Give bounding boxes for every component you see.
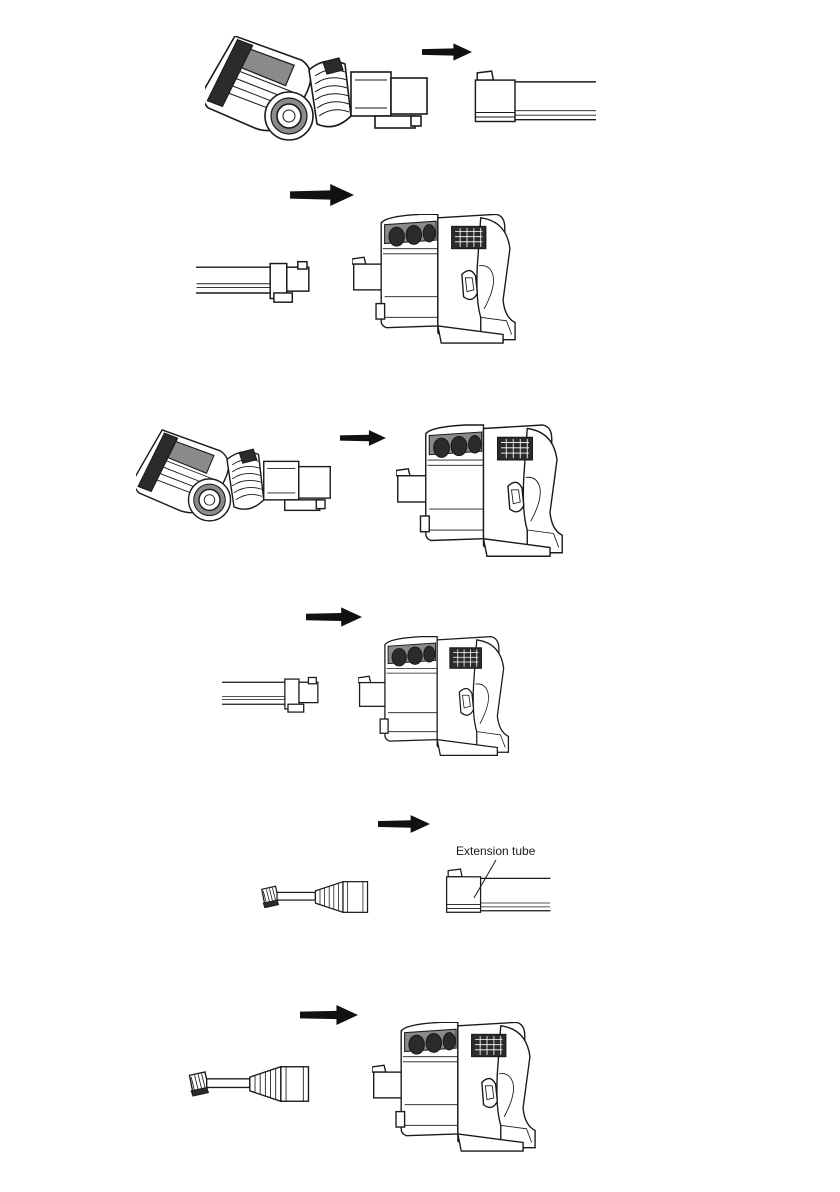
right-arrow-icon — [290, 184, 354, 206]
right-arrow-icon — [300, 1005, 358, 1025]
step-4 — [0, 600, 840, 770]
extension-tube-icon — [222, 678, 318, 713]
extension-tube-icon — [475, 71, 596, 121]
floor-brush-icon — [197, 30, 427, 145]
extension-tube-label: Extension tube — [456, 844, 535, 858]
step-2-diagram — [0, 180, 840, 360]
handheld-vacuum-icon — [358, 637, 508, 756]
step-3-diagram — [0, 418, 840, 568]
step-6-diagram — [0, 1000, 840, 1165]
step-5: Extension tube — [0, 810, 840, 920]
step-5-diagram — [0, 810, 840, 920]
right-arrow-icon — [340, 430, 386, 446]
right-arrow-icon — [306, 607, 362, 626]
right-arrow-icon — [422, 43, 472, 60]
step-1-diagram — [0, 30, 840, 160]
step-6 — [0, 1000, 840, 1165]
step-4-diagram — [0, 600, 840, 770]
right-arrow-icon — [378, 815, 430, 833]
handheld-vacuum-icon — [396, 425, 562, 556]
crevice-tool-icon — [262, 882, 368, 913]
extension-tube-icon — [197, 262, 309, 302]
extension-tube-icon — [447, 869, 550, 912]
handheld-vacuum-icon — [352, 214, 515, 343]
crevice-tool-icon — [189, 1067, 308, 1102]
step-1 — [0, 30, 840, 160]
step-2 — [0, 180, 840, 360]
floor-brush-icon — [129, 421, 330, 525]
step-3 — [0, 418, 840, 568]
handheld-vacuum-icon — [372, 1022, 535, 1151]
